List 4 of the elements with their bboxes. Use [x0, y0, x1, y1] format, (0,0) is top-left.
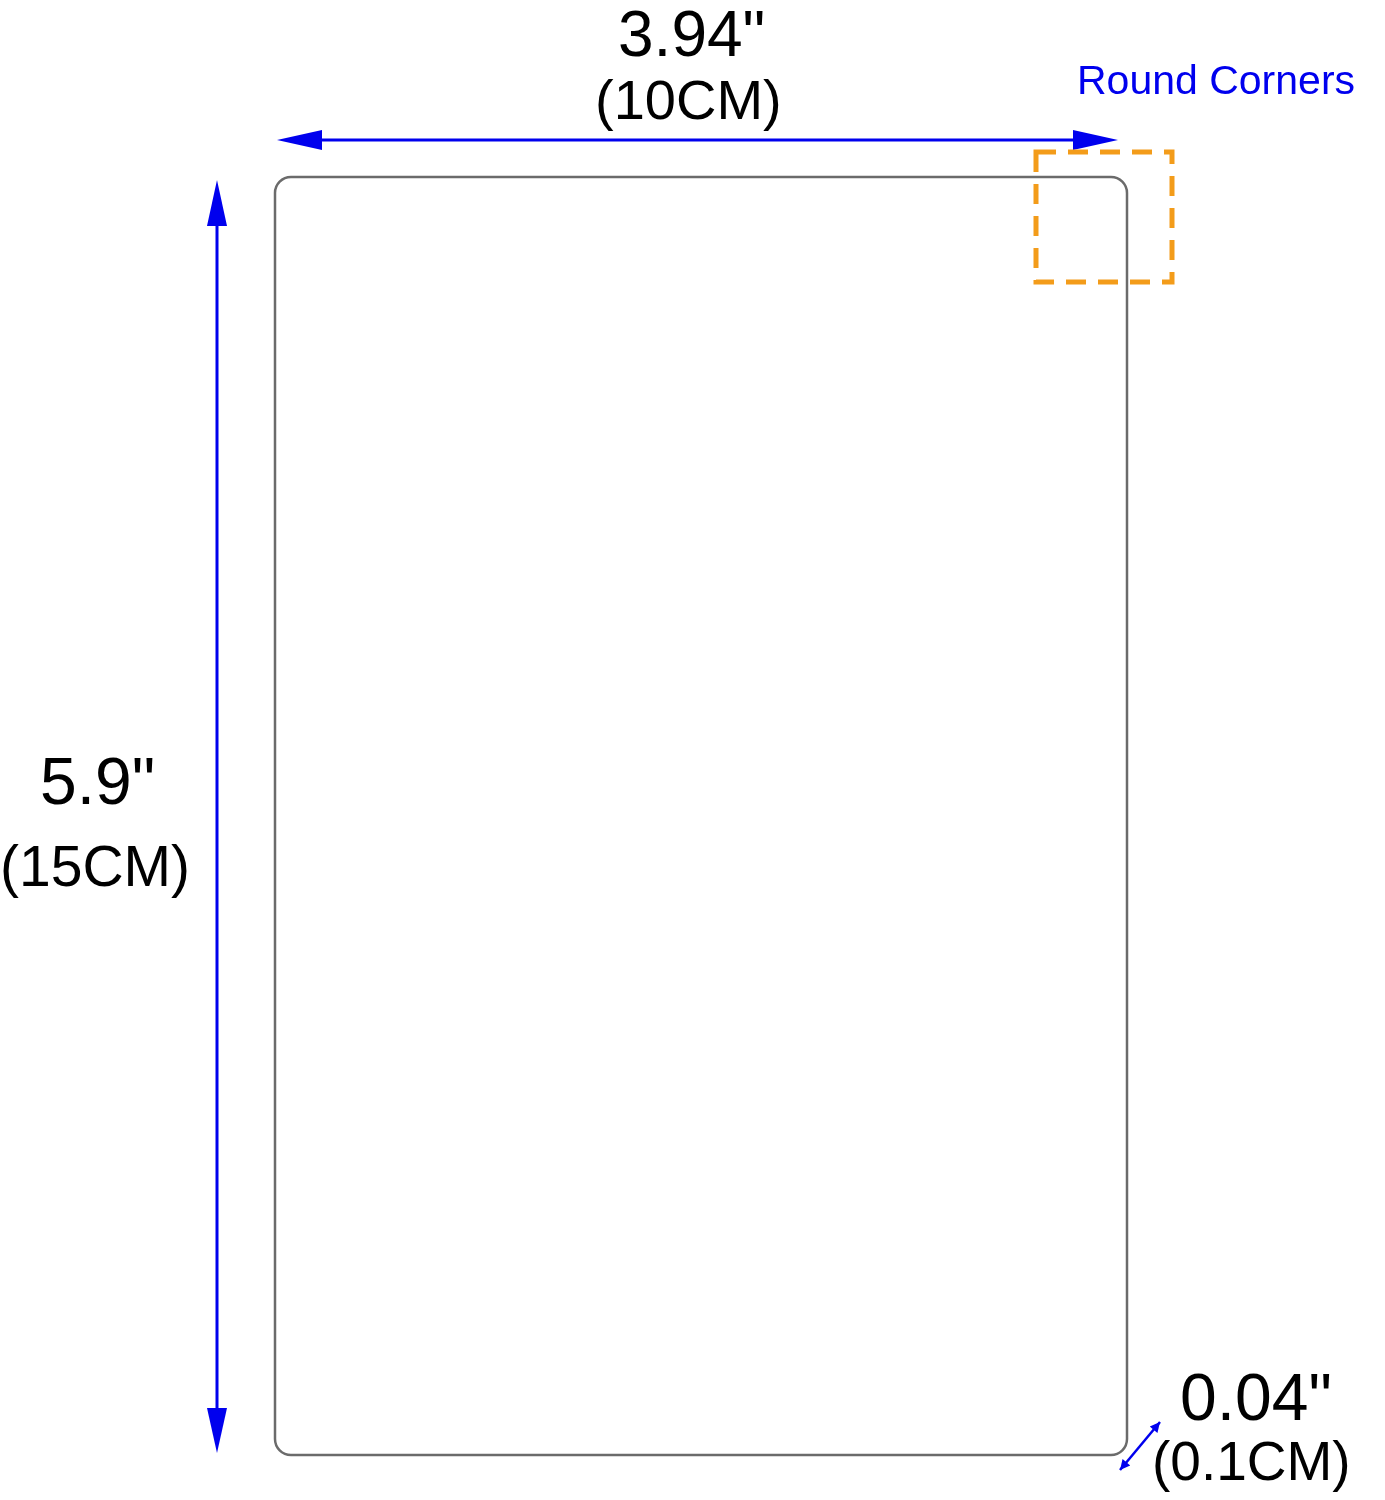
callout-label: Round Corners [1077, 60, 1356, 101]
dimension-label: 5.9" [40, 748, 156, 814]
dimension-label: 3.94" [618, 2, 766, 66]
dimension-label: 0.04" [1180, 1364, 1332, 1430]
